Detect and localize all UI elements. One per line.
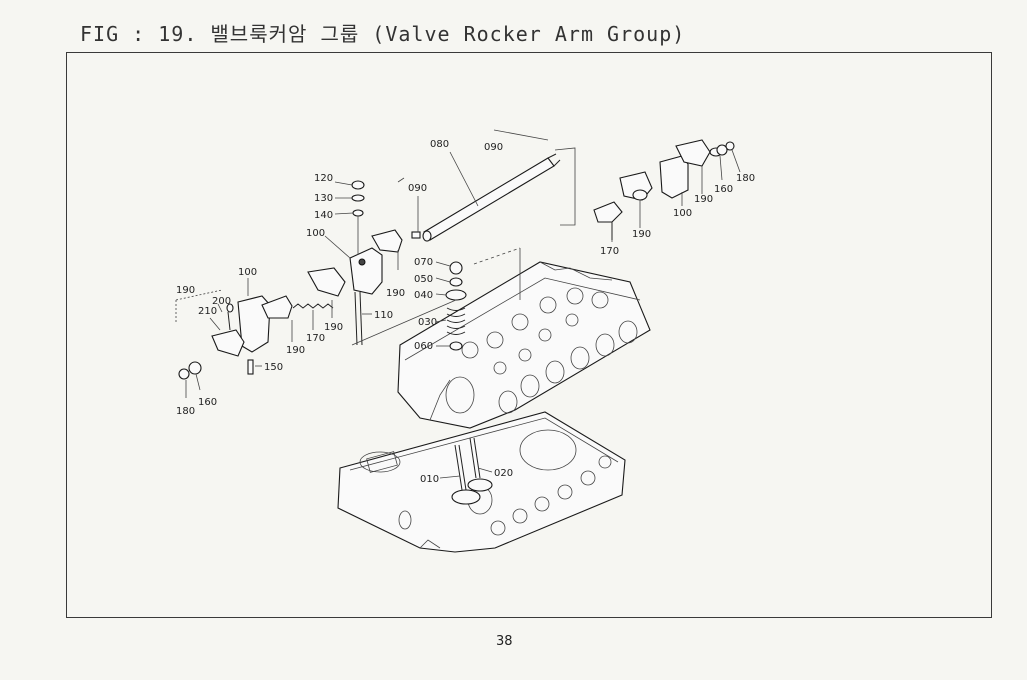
label-150: 150 [264,362,283,373]
label-020: 020 [494,468,513,479]
label-190: 190 [694,194,713,205]
label-140: 140 [314,210,333,221]
rocker-shaft-drawing [411,153,561,242]
page-number: 38 [496,634,513,649]
label-030: 030 [418,317,437,328]
label-170: 170 [600,246,619,257]
label-070: 070 [414,257,433,268]
label-100: 100 [673,208,692,219]
label-160: 160 [714,184,733,195]
label-100: 100 [238,267,257,278]
label-180: 180 [176,406,195,417]
label-120: 120 [314,173,333,184]
leader-lines [185,129,741,479]
label-060: 060 [414,341,433,352]
valve-spring-drawing [445,261,467,351]
label-130: 130 [314,193,333,204]
label-190: 190 [286,345,305,356]
label-010: 010 [420,474,439,485]
label-190: 190 [632,229,651,240]
label-160: 160 [198,397,217,408]
label-080: 080 [430,139,449,150]
label-190: 190 [324,322,343,333]
part-number-labels: 080 090 090 120 130 140 100 100 100 190 … [176,139,755,485]
label-180: 180 [736,173,755,184]
label-050: 050 [414,274,433,285]
left-rocker-assembly-drawing [175,180,403,380]
label-190: 190 [386,288,405,299]
label-190: 190 [176,285,195,296]
label-090: 090 [408,183,427,194]
figure-title: FIG : 19. 밸브룩커암 그룹 (Valve Rocker Arm Gro… [80,22,686,46]
diagram-frame [66,52,992,618]
label-100: 100 [306,228,325,239]
right-rocker-assembly-drawing [593,139,735,240]
label-170: 170 [306,333,325,344]
label-210: 210 [198,306,217,317]
valve-drawing [451,437,493,505]
label-200: 200 [212,296,231,307]
label-040: 040 [414,290,433,301]
cylinder-head-drawing [397,261,651,429]
label-090: 090 [484,142,503,153]
label-110: 110 [374,310,393,321]
